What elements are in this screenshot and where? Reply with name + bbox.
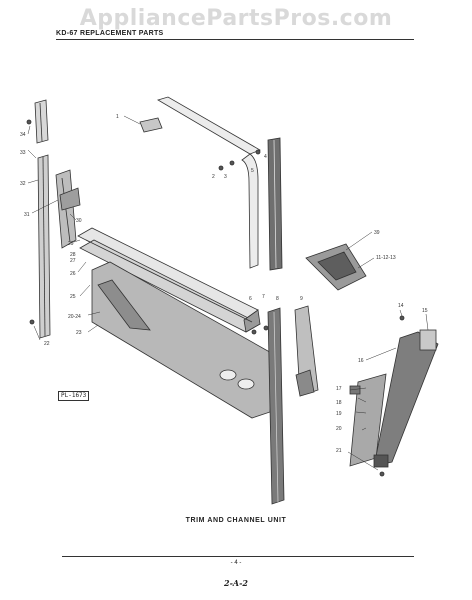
page-number: - 4 - [230,560,242,566]
callout-28: 28 [70,252,76,258]
callout-1: 1 [116,114,119,120]
callout-23: 23 [76,330,82,336]
callout-17: 17 [336,386,342,392]
watermark: AppliancePartsPros.com [79,6,393,31]
callout-15: 15 [422,308,428,314]
diagram-caption: TRIM AND CHANNEL UNIT [185,517,287,524]
top-frame-rail [139,96,261,269]
callout-18: 18 [336,400,342,406]
vertical-trim-strip-middle [251,307,285,505]
header-rule [56,39,414,40]
callout-22: 22 [44,341,50,347]
right-trim-channel [349,315,439,477]
left-hinge-bracket [55,169,81,249]
callout-21: 21 [336,448,342,454]
callout-33: 33 [20,150,26,156]
callout-11-12-13: 11-12-13 [376,255,396,261]
right-hinge-bracket [294,305,319,397]
callout-16: 16 [358,358,364,364]
callout-8: 8 [276,296,279,302]
callout-31: 31 [24,212,30,218]
vertical-trim-strip-upper [267,137,283,271]
horizontal-trim-channel [77,227,261,333]
header-title: KD-67 REPLACEMENT PARTS [56,30,164,37]
callout-29: 29 [68,241,74,247]
callout-14: 14 [398,303,404,309]
callout-19: 19 [336,411,342,417]
callout-26: 26 [70,271,76,277]
callout-25: 25 [70,294,76,300]
page-code: 2-A-2 [224,578,248,588]
leader-lines [27,115,429,471]
callout-6: 6 [249,296,252,302]
callout-4: 4 [264,154,267,160]
corner-bracket [305,243,367,291]
callout-20-24: 20-24 [68,314,81,320]
left-channel [26,99,51,339]
callout-34: 34 [20,132,26,138]
callout-9: 9 [300,296,303,302]
callout-32: 32 [20,181,26,187]
callout-2: 2 [212,174,215,180]
callout-3: 3 [224,174,227,180]
footer-rule [62,556,414,557]
callout-27: 27 [70,258,76,264]
plate-reference: PL-1673 [58,391,90,401]
callout-20: 20 [336,426,342,432]
callout-5: 5 [251,168,254,174]
callout-39: 39 [374,230,380,236]
callout-7: 7 [262,294,265,300]
callout-30: 30 [76,218,82,224]
